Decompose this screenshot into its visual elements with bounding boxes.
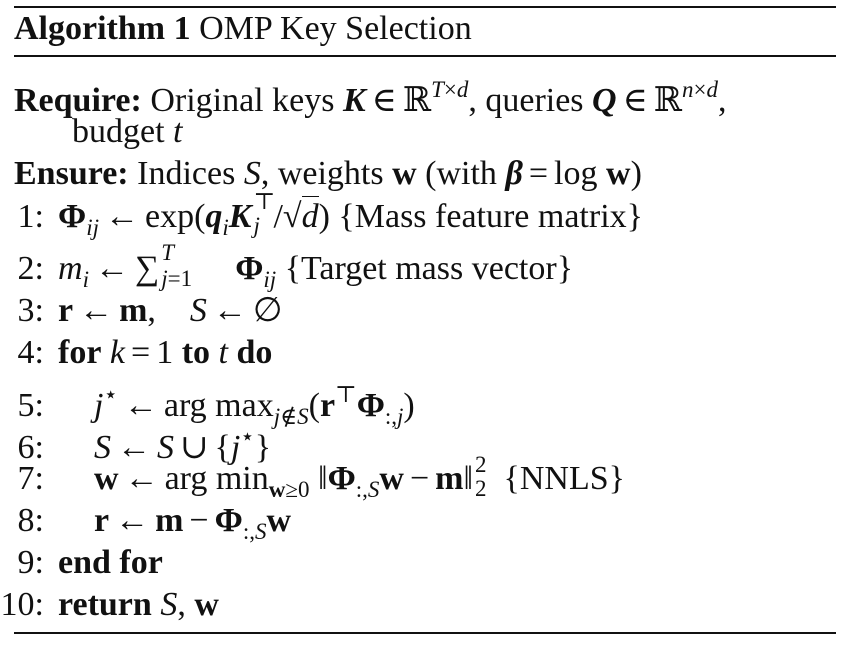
top-rule — [14, 6, 836, 8]
line-number: 2: — [17, 250, 44, 287]
algorithm-line-4: 4:for k=1 to t do — [0, 333, 273, 373]
header-rule — [14, 55, 836, 57]
queries-symbol: Q — [592, 82, 617, 119]
to-keyword: to — [181, 334, 211, 371]
ensure-close-paren: ) — [630, 155, 642, 192]
line-number: 5: — [17, 387, 44, 424]
line-number: 4: — [17, 334, 44, 371]
algorithm-line-1: 1:Φij←exp(qiK⊤j/√d) {Mass feature matrix… — [0, 190, 643, 248]
algorithm-line-3: 3:r←m, S←∅ — [0, 291, 283, 331]
line-number: 3: — [17, 292, 44, 329]
line-number: 8: — [17, 502, 44, 539]
ensure-keyword: Ensure: — [14, 155, 129, 192]
comment-nnls: {NNLS} — [503, 460, 625, 497]
algorithm-line-5: 5:j⋆←arg maxj∉S(r⊤Φ:,j) — [0, 375, 415, 437]
ensure-with-text: (with — [425, 155, 497, 192]
algorithm-line-9: 9: end for — [0, 543, 163, 583]
comment-mass-feature-matrix: {Mass feature matrix} — [338, 198, 643, 235]
require-keyword: Require: — [14, 82, 142, 119]
line-number: 1: — [17, 198, 44, 235]
algorithm-line-8: 8:r←m−Φ:,Sw — [0, 501, 291, 552]
keys-symbol: K — [342, 82, 366, 119]
return-keyword: return — [58, 586, 152, 623]
comment-target-mass-vector: {Target mass vector} — [284, 250, 574, 287]
bottom-rule — [14, 632, 836, 634]
for-keyword: for — [58, 334, 102, 371]
require-budget-text: budget — [72, 113, 165, 150]
line-number: 10: — [0, 586, 44, 623]
require-line-cont: budget t — [72, 113, 183, 150]
algorithm-line-10: 10:return S, w — [0, 586, 219, 623]
require-line: Require: Original keys K∈ℝT×d, queries Q… — [14, 77, 727, 120]
algorithm-title: OMP Key Selection — [199, 10, 472, 47]
line-number: 9: — [17, 544, 44, 581]
algorithm-label: Algorithm 1 — [14, 10, 191, 47]
line-number: 7: — [17, 460, 44, 497]
algorithm-line-6: 6:S←S∪{j⋆} — [0, 417, 271, 468]
require-comma: , — [718, 82, 727, 119]
ensure-indices-text: Indices — [137, 155, 236, 192]
line-number: 6: — [17, 429, 44, 466]
algorithm-header: Algorithm 1 OMP Key Selection — [14, 8, 472, 50]
require-keys-text: Original keys — [150, 82, 335, 119]
do-keyword: do — [236, 334, 273, 371]
end-for-keyword: end for — [58, 544, 163, 581]
ensure-line: Ensure: Indices S, weights w (with β=log… — [14, 155, 642, 192]
ensure-weights-text: , weights — [260, 155, 384, 192]
require-queries-text: , queries — [468, 82, 584, 119]
